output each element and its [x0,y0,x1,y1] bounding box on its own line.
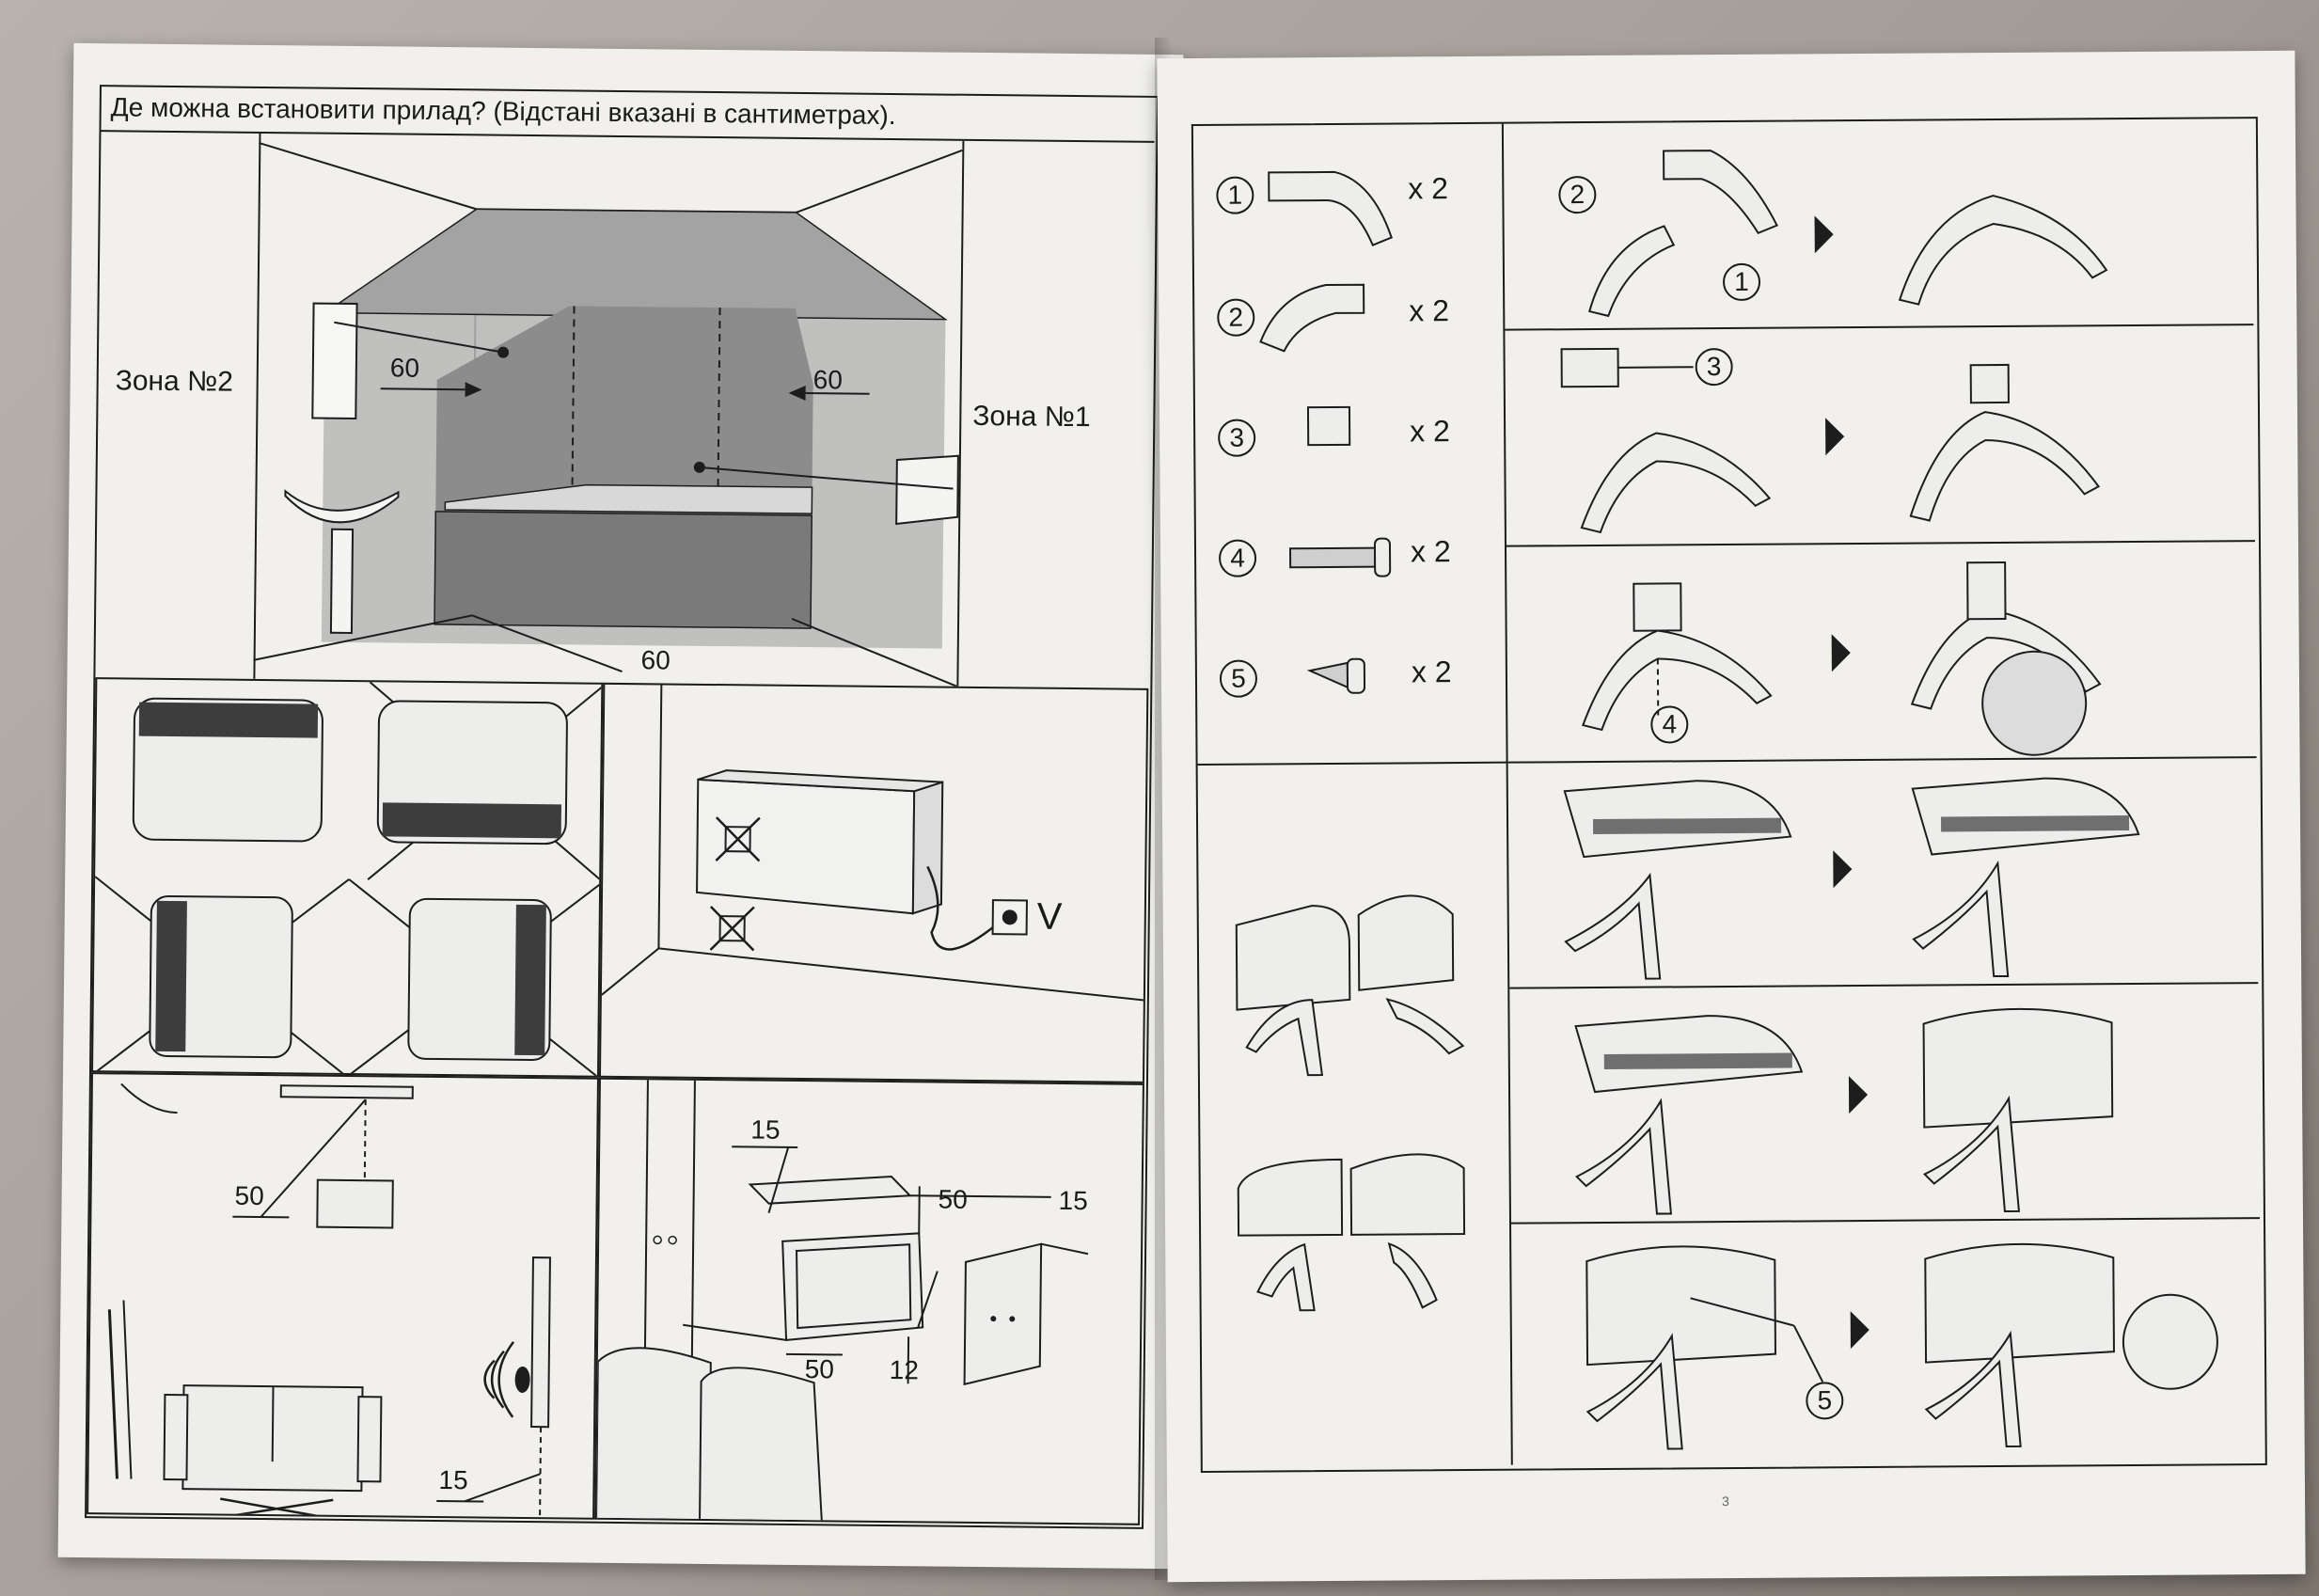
step-1-cell: 2 1 [1503,119,2254,331]
parts-illustration [1259,170,1393,694]
step-1-illustration [1588,150,2108,318]
socket-placement-cell: V [598,682,1149,1083]
socket-placement-illustration [601,685,1147,1002]
shelf-distance-label: 50 [234,1180,264,1211]
step-2-cell: 3 [1505,325,2255,547]
sofa-panel-top: 15 [750,1114,781,1145]
bathroom-illustration [253,141,963,687]
step-6-illustration [1585,1242,2218,1450]
heater-orientations-cell [91,677,604,1078]
bathroom-distance-bottom: 60 [640,645,670,675]
right-page: 1 x 2 2 x 2 3 x 2 4 x 2 5 x 2 2 1 3 [1157,50,2306,1583]
step-3-illustration [1581,561,2102,756]
correct-mark: V [1036,895,1063,938]
step-5-cell [1509,984,2261,1225]
step-6-cell: 5 [1511,1219,2262,1465]
step-4-illustration [1563,777,2140,980]
step-2-illustration [1560,347,2101,534]
page-number: 3 [1722,1493,1729,1509]
sofa-panel-bottom-right: 12 [889,1355,920,1385]
step-3-cell: 4 [1506,542,2257,764]
bathroom-distance-right: 60 [812,365,844,395]
curtain-distance-label: 15 [438,1465,468,1495]
sofa-panel-illustration [595,1080,1089,1525]
sofa-panel-right-side: 50 [938,1184,968,1214]
step-5-illustration [1574,1007,2114,1215]
heater-orientations-illustration [92,681,604,1078]
shelf-distance-cell: 50 15 [87,1072,599,1520]
bathroom-zone-cell: Зона №2 Зона №1 [95,132,1154,688]
sofa-panel-bottom-left: 50 [804,1354,835,1384]
left-page: Де можна встановити прилад? (Відстані вк… [57,42,1184,1570]
bathroom-distance-left: 60 [389,353,420,383]
sofa-panel-cell: 15 50 15 50 12 [594,1077,1144,1525]
assembled-overview-cell [1197,763,1513,1467]
assembled-overview-illustration [1235,894,1466,1312]
step-4-cell [1507,758,2259,989]
sofa-panel-right-edge: 15 [1058,1185,1088,1216]
shelf-distance-illustration [107,1082,551,1520]
parts-list-cell: 1 x 2 2 x 2 3 x 2 4 x 2 5 x 2 [1192,123,1508,766]
